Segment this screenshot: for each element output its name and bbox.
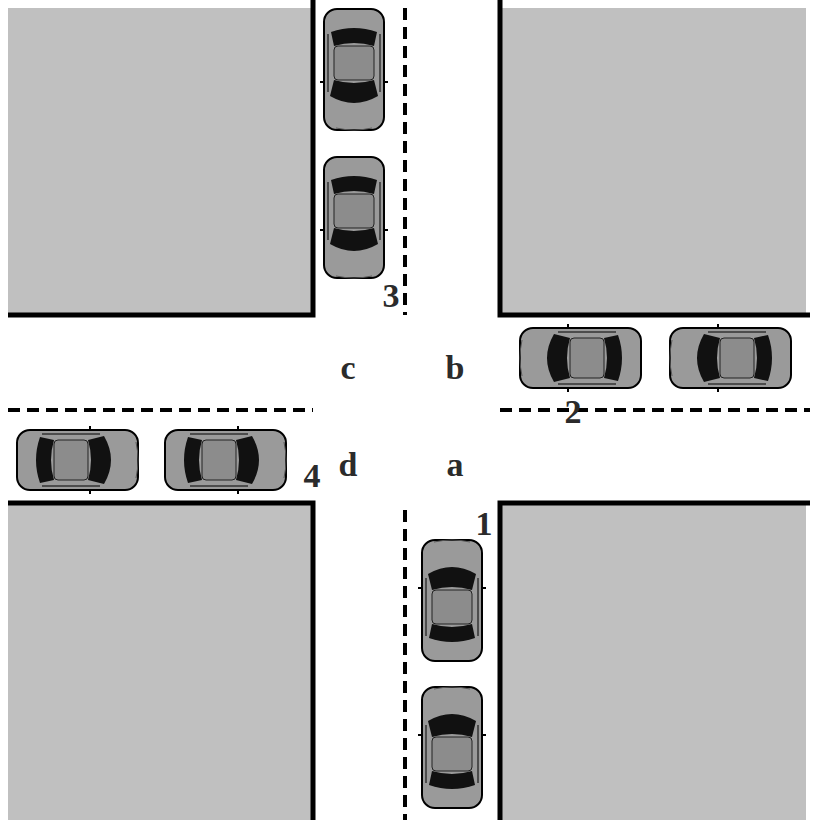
zone-letter: d [339, 448, 358, 482]
car [418, 687, 486, 808]
car [165, 426, 286, 494]
lane-dividers [8, 8, 810, 820]
callout-number: 3 [383, 279, 400, 313]
zone-letter: a [447, 448, 464, 482]
city-block [8, 8, 313, 315]
callout-number: 4 [304, 459, 321, 493]
city-block [8, 503, 313, 820]
car [320, 9, 388, 130]
callout-number: 2 [565, 395, 582, 429]
callout-number: 1 [476, 507, 493, 541]
zone-letter: b [446, 351, 465, 385]
car [320, 157, 388, 278]
car [17, 426, 138, 494]
curb-lines [8, 0, 810, 820]
car [418, 540, 486, 661]
city-block [500, 503, 806, 820]
car [520, 324, 641, 392]
zone-letter: c [340, 351, 355, 385]
city-block [500, 8, 806, 315]
car [670, 324, 791, 392]
